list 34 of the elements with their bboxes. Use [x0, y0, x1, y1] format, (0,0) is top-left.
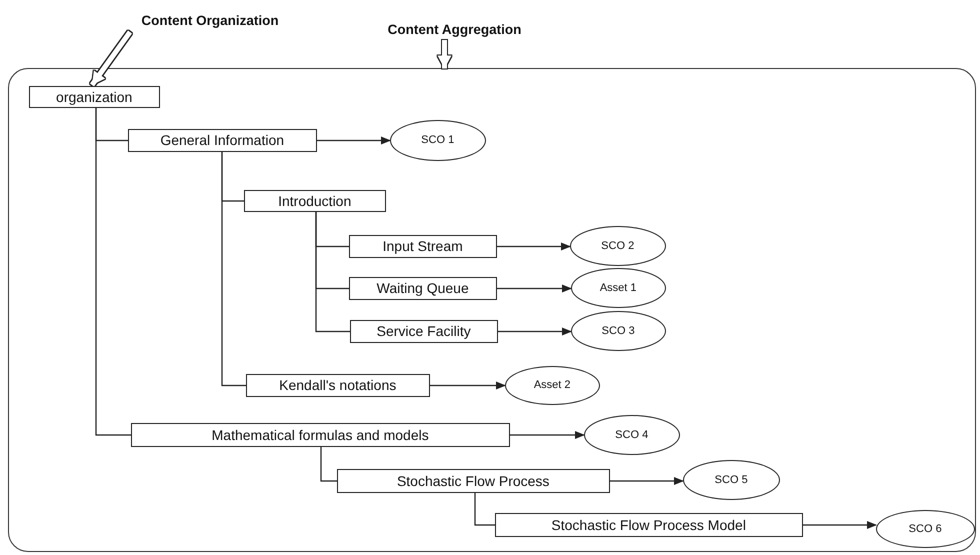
ellipse-node: Asset 1 [570, 268, 666, 308]
ellipse-node: SCO 5 [682, 460, 780, 500]
process-box: Service Facility [350, 320, 498, 343]
ellipse-node: SCO 2 [570, 226, 666, 266]
arrow [317, 136, 391, 144]
ellipse-node: SCO 3 [570, 310, 666, 351]
connector-line [315, 212, 350, 332]
connector-line [95, 108, 131, 436]
connector-line [221, 152, 246, 386]
arrow [510, 431, 585, 439]
connector-line [320, 447, 337, 482]
process-box: Input Stream [348, 234, 497, 258]
connector-line [474, 493, 495, 526]
arrow [498, 328, 572, 336]
process-box: Mathematical formulas and models [130, 422, 510, 447]
process-box: Waiting Queue [348, 276, 497, 300]
process-box: Kendall's notations [246, 374, 430, 397]
heading-label: Content Aggregation [362, 19, 547, 39]
ellipse-node: SCO 6 [876, 510, 975, 548]
heading-label: Content Organization [130, 10, 290, 30]
arrow [610, 477, 684, 485]
arrow [430, 382, 506, 390]
process-box: Stochastic Flow Process [336, 468, 610, 493]
process-box: Stochastic Flow Process Model [494, 512, 803, 537]
ellipse-node: Asset 2 [504, 366, 600, 405]
ellipse-node: SCO 4 [584, 414, 680, 455]
arrow [803, 521, 877, 529]
process-box: Introduction [244, 190, 386, 212]
ellipse-node: SCO 1 [390, 120, 486, 161]
aggregation-container [8, 68, 976, 552]
arrow [497, 242, 571, 250]
process-box: organization [28, 86, 160, 108]
process-box: General Information [128, 128, 317, 152]
arrow [497, 284, 572, 292]
